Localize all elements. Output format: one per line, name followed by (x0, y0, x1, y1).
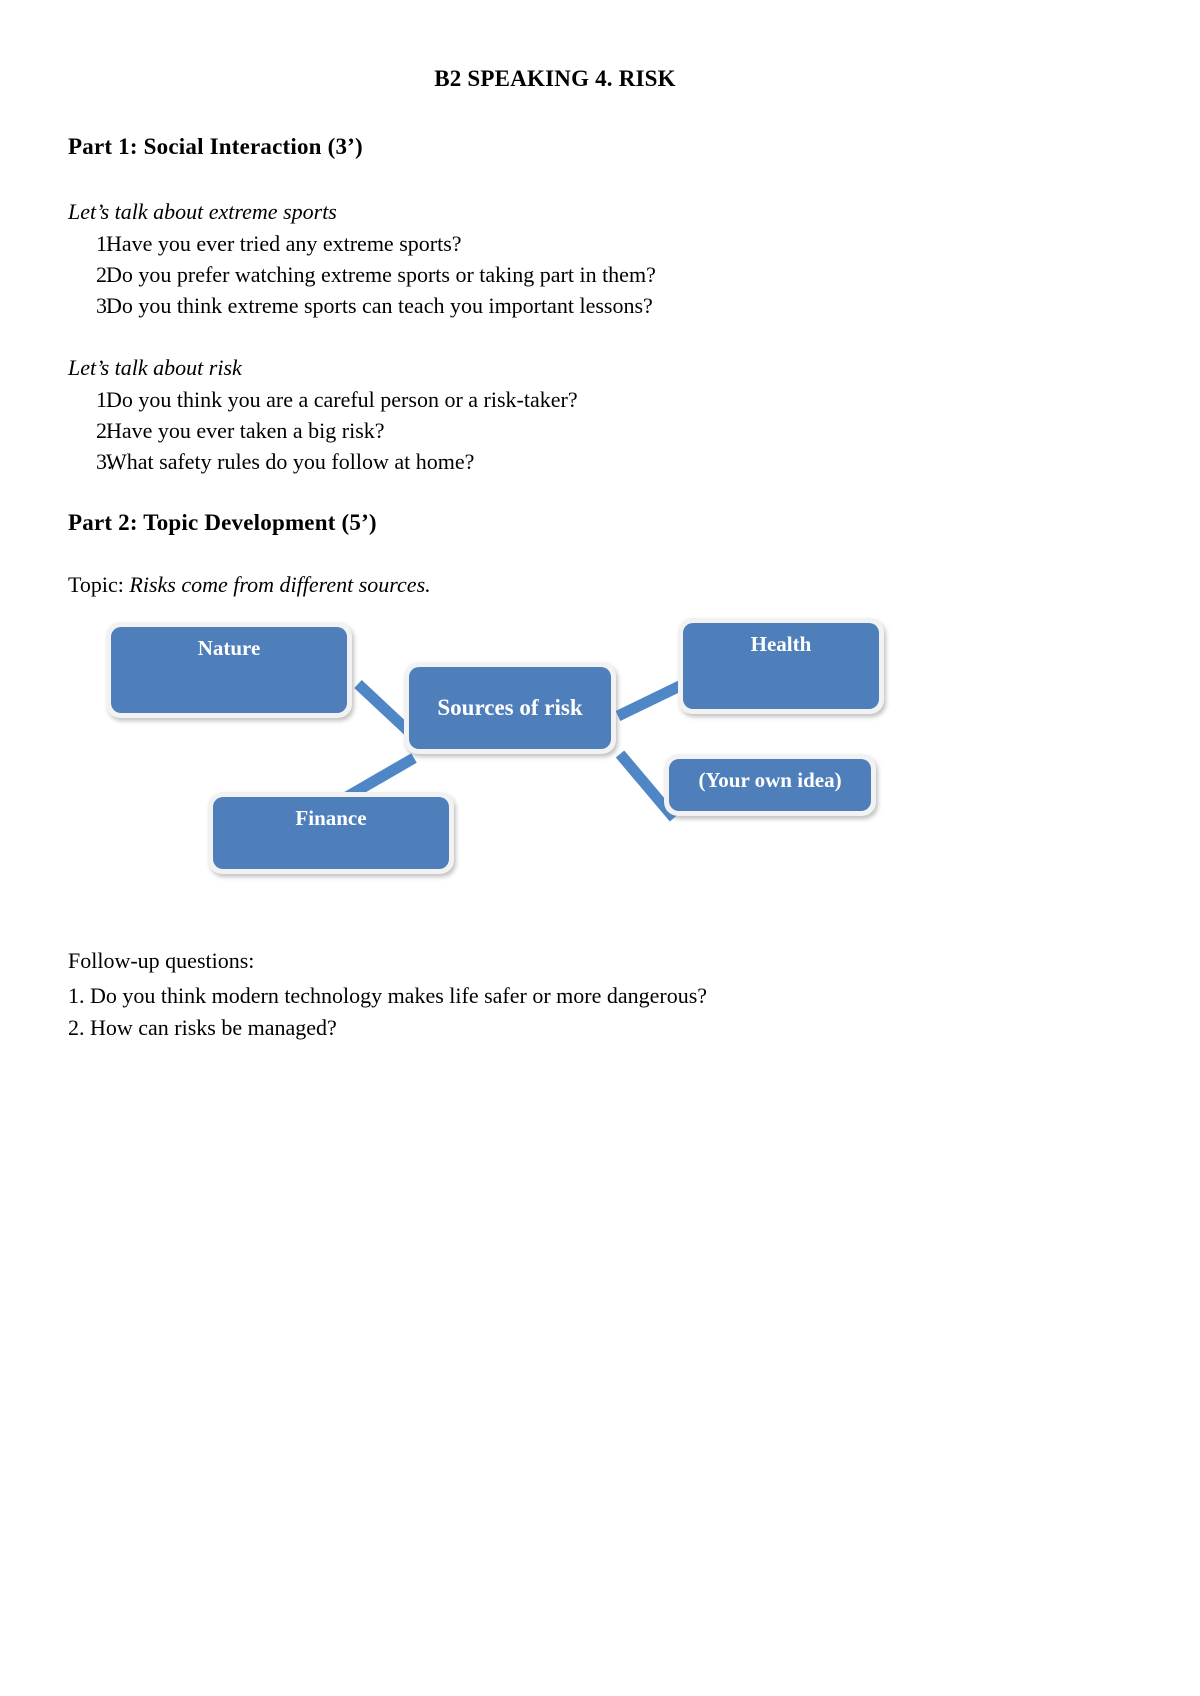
list-item-number: 1. (68, 983, 85, 1008)
part-2-heading: Part 2: Topic Development (5’) (68, 510, 377, 535)
followup-questions-list: 1.Do you think modern technology makes l… (68, 980, 707, 1044)
question-list-risk: 1.Do you think you are a careful person … (68, 384, 578, 477)
diagram-node-label: Health (683, 623, 879, 709)
topic-line: Topic: Risks come from different sources… (68, 572, 431, 598)
list-item: 3.Do you think extreme sports can teach … (68, 290, 656, 321)
prompt-risk: Let’s talk about risk (68, 355, 242, 380)
list-item-number: 1. (96, 231, 113, 256)
list-item-text: Do you think you are a careful person or… (106, 387, 578, 412)
sources-of-risk-diagram: Nature Sources of risk Health (Your own … (90, 606, 920, 896)
topic-value: Risks come from different sources. (129, 572, 431, 597)
list-item: 1.Do you think modern technology makes l… (68, 980, 707, 1012)
list-item: 3.What safety rules do you follow at hom… (68, 446, 578, 477)
list-item-text: What safety rules do you follow at home? (106, 449, 475, 474)
list-item-text: Do you prefer watching extreme sports or… (106, 262, 656, 287)
topic-label: Topic: (68, 572, 130, 597)
list-item-number: 2. (68, 1015, 85, 1040)
list-item-number: 2. (96, 418, 113, 443)
diagram-node-label: Sources of risk (409, 667, 611, 749)
connector-center-to-health (615, 679, 687, 721)
list-item-text: How can risks be managed? (90, 1015, 337, 1040)
diagram-node-finance[interactable]: Finance (208, 792, 454, 874)
prompt-extreme-sports: Let’s talk about extreme sports (68, 199, 337, 224)
diagram-node-own-idea[interactable]: (Your own idea) (664, 754, 876, 816)
question-list-extreme-sports: 1.Have you ever tried any extreme sports… (68, 228, 656, 321)
list-item-number: 1. (96, 387, 113, 412)
diagram-node-label: Nature (111, 627, 347, 713)
page-title: B2 SPEAKING 4. RISK (434, 66, 676, 91)
list-item-number: 2. (96, 262, 113, 287)
list-item-text: Have you ever taken a big risk? (106, 418, 385, 443)
diagram-node-health[interactable]: Health (678, 618, 884, 714)
list-item-number: 3. (96, 449, 113, 474)
list-item-text: Do you think extreme sports can teach yo… (106, 293, 653, 318)
list-item: 2.Do you prefer watching extreme sports … (68, 259, 656, 290)
diagram-node-label: Finance (213, 797, 449, 869)
list-item: 1.Have you ever tried any extreme sports… (68, 228, 656, 259)
list-item-number: 3. (96, 293, 113, 318)
diagram-node-nature[interactable]: Nature (106, 622, 352, 718)
followup-questions-label: Follow-up questions: (68, 948, 255, 973)
list-item: 1.Do you think you are a careful person … (68, 384, 578, 415)
list-item: 2.Have you ever taken a big risk? (68, 415, 578, 446)
list-item-text: Do you think modern technology makes lif… (90, 983, 708, 1008)
list-item: 2.How can risks be managed? (68, 1012, 707, 1044)
diagram-node-label: (Your own idea) (669, 759, 871, 811)
list-item-text: Have you ever tried any extreme sports? (106, 231, 462, 256)
part-1-heading: Part 1: Social Interaction (3’) (68, 134, 363, 159)
diagram-node-center[interactable]: Sources of risk (404, 662, 616, 754)
